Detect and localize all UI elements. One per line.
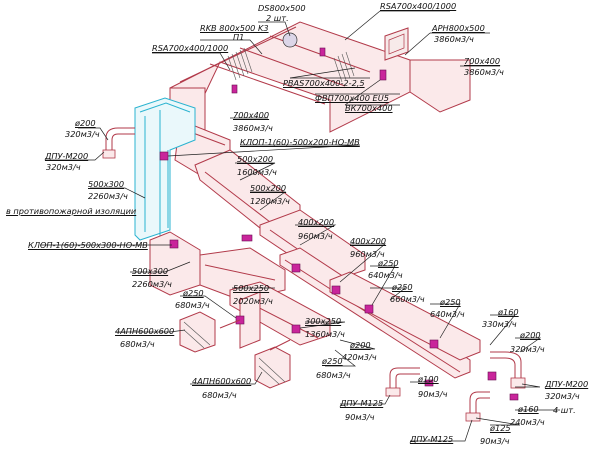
label-flow-320-d: 320м3/ч (545, 391, 580, 401)
branch-d200-left (102, 127, 135, 159)
label-flow-1600: 1600м3/ч (237, 167, 277, 177)
label-flow-90-a: 90м3/ч (418, 389, 448, 399)
label-flow-320-a: 320м3/ч (65, 129, 100, 139)
leader-lines (40, 10, 560, 442)
label-size-500x200-b: 500x200 (250, 183, 287, 193)
label-size-500x200-a: 500x200 (237, 154, 274, 164)
label-flow-1360: 1360м3/ч (305, 329, 345, 339)
label-flow-90-c: 90м3/ч (480, 436, 510, 446)
label-flow-640-a: 640м3/ч (368, 270, 403, 280)
label-flow-1280: 1280м3/ч (250, 196, 290, 206)
label-flow-680-b: 680м3/ч (120, 339, 155, 349)
label-d200-a: ø200 (75, 118, 96, 128)
label-flow-2260-a: 2260м3/ч (88, 191, 128, 201)
label-size-500x250: 500x250 (233, 283, 270, 293)
label-flow-680-a: 680м3/ч (175, 300, 210, 310)
trunk-500x200 (194, 149, 366, 283)
label-flow-240: 240м3/ч (510, 417, 545, 427)
label-d200-c: ø200 (520, 330, 541, 340)
label-rkb: RKB 800x500 K3 (200, 23, 269, 33)
label-ds800x500: DS800x500 (258, 3, 306, 13)
label-size-500x300-b: 500x300 (132, 266, 169, 276)
label-rkb-p: П1 (233, 32, 245, 42)
label-size-500x300-a: 500x300 (88, 179, 125, 189)
label-klop-top: КЛОП-1(60)-500x200-НО-МВ (240, 137, 360, 147)
label-flow-90-b: 90м3/ч (345, 412, 375, 422)
trunk-500x250 (229, 281, 331, 349)
grille-boxes (179, 311, 291, 389)
trunk-400x200 (279, 247, 497, 381)
label-d250-d: ø250 (440, 297, 461, 307)
label-flow-680-d: 680м3/ч (202, 390, 237, 400)
label-d250-c: ø250 (183, 288, 204, 298)
label-d250-b: ø250 (392, 282, 413, 292)
label-klop-bottom: КЛОП-1(60)-500x300-НО-МВ (28, 240, 148, 250)
label-flow-3860-r: 3860м3/ч (464, 67, 504, 77)
round-branches (385, 351, 526, 422)
label-size-700x400-r: 700x400 (464, 56, 501, 66)
label-fire-iso: в противопожарной изоляции (6, 206, 137, 216)
label-d160-a: ø160 (498, 307, 519, 317)
label-flow-960-a: 960м3/ч (298, 231, 333, 241)
label-apn800-flow: 3860м3/ч (434, 34, 474, 44)
label-size-400x200-b: 400x200 (350, 236, 387, 246)
label-d250-e: ø250 (322, 356, 343, 366)
label-apn800: АРН800x500 (432, 23, 485, 33)
label-flow-640-b: 640м3/ч (430, 309, 465, 319)
label-fvp: ФВП700x400 EU5 (315, 93, 389, 103)
label-dpu-m200-r: ДПУ-М200 (545, 379, 589, 389)
label-flow-660: 660м3/ч (390, 294, 425, 304)
label-apn600-a: 4АПН600x600 (115, 326, 175, 336)
label-rsa-left: RSA700x400/1000 (152, 43, 229, 53)
label-d200-b: ø200 (350, 340, 371, 350)
label-flow-960-b: 960м3/ч (350, 249, 385, 259)
label-ds-qty: 2 шт. (266, 13, 289, 23)
fire-insulated-riser (134, 97, 196, 241)
label-flow-320-b: 320м3/ч (46, 162, 81, 172)
label-flow-2260-b: 2260м3/ч (132, 279, 172, 289)
ahu-trunk (169, 21, 471, 133)
label-flow-3860-c: 3860м3/ч (233, 123, 273, 133)
label-flow-2020: 2020м3/ч (233, 296, 273, 306)
label-d250-a: ø250 (378, 258, 399, 268)
label-size-400x200-a: 400x200 (298, 217, 335, 227)
label-flow-330: 330м3/ч (482, 319, 517, 329)
label-flow-420: 420м3/ч (342, 352, 377, 362)
label-flow-680-c: 680м3/ч (316, 370, 351, 380)
label-qty-4: 4 шт. (553, 405, 576, 415)
label-d100: ø100 (418, 374, 439, 384)
label-dpu-m125-b: ДПУ-М125 (410, 434, 454, 444)
label-size-300x250: 300x250 (305, 316, 342, 326)
label-d160-b: ø160 (518, 404, 539, 414)
label-d125: ø125 (490, 423, 511, 433)
label-pbas: PBAS700x400-2-2,5 (283, 78, 365, 88)
label-flow-320-c: 320м3/ч (510, 344, 545, 354)
label-dpu-m200-l: ДПУ-М200 (45, 151, 89, 161)
label-dpu-m125-a: ДПУ-М125 (340, 398, 384, 408)
label-size-700x400-c: 700x400 (233, 110, 270, 120)
label-rsa-top: RSA700x400/1000 (380, 1, 457, 11)
label-apn600-b: 4АПН600x600 (192, 376, 252, 386)
label-vk: ВК700x400 (345, 103, 393, 113)
